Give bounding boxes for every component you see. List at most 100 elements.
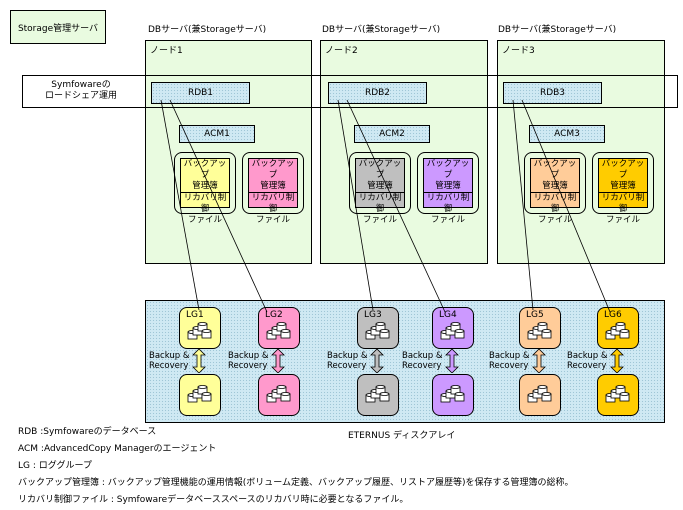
backup-recovery-arrow bbox=[532, 348, 546, 374]
backup-label: Backup & bbox=[327, 351, 368, 361]
backup-ledger-label: バックアップ bbox=[358, 159, 402, 180]
rdb-3-label: RDB3 bbox=[539, 88, 566, 98]
server-header-2: DBサーバ(兼Storageサーバ) bbox=[322, 25, 441, 35]
recovery-file-label: リカバリ制御 bbox=[356, 192, 404, 215]
rdb-to-log-group-line bbox=[160, 99, 200, 311]
backup-recovery-label: Backup & Recovery bbox=[149, 351, 190, 371]
log-group-backup-5 bbox=[519, 374, 561, 416]
backup-ledger-recovery-file-box: バックアップ管理簿リカバリ制御ファイル bbox=[355, 158, 405, 225]
backup-label: Backup & bbox=[228, 351, 269, 361]
recovery-file-label: リカバリ制御 bbox=[424, 192, 472, 215]
node-3-title: ノード3 bbox=[502, 46, 535, 56]
recovery-file-label: ファイル bbox=[187, 215, 222, 225]
log-group-label: LG1 bbox=[186, 310, 204, 320]
log-group-6: LG6 bbox=[597, 307, 639, 349]
backup-ledger-label: バックアップ bbox=[426, 159, 470, 180]
acm-3-label: ACM3 bbox=[554, 129, 580, 139]
log-group-label: LG3 bbox=[364, 310, 382, 320]
rdb-to-log-group-line bbox=[346, 99, 446, 313]
backup-ledger-label: 管理簿 bbox=[260, 181, 286, 191]
rdb-to-log-group-line bbox=[337, 99, 374, 311]
backup-ledger-recovery-file-box: バックアップ管理簿リカバリ制御ファイル bbox=[423, 158, 473, 225]
recovery-label: Recovery bbox=[149, 361, 189, 371]
recovery-label: Recovery bbox=[489, 361, 529, 371]
backup-label: Backup & bbox=[402, 351, 443, 361]
log-group-label: LG5 bbox=[526, 310, 544, 320]
symfoware-load-share-band bbox=[22, 75, 678, 108]
log-group-backup-1 bbox=[179, 374, 221, 416]
acm-1: ACM1 bbox=[179, 125, 255, 143]
log-group-3: LG3 bbox=[357, 307, 399, 349]
backup-ledger-label: 管理簿 bbox=[192, 181, 218, 191]
log-group-2: LG2 bbox=[258, 307, 300, 349]
log-group-label: LG4 bbox=[439, 310, 457, 320]
server-header-3: DBサーバ(兼Storageサーバ) bbox=[498, 25, 617, 35]
log-group-5: LG5 bbox=[519, 307, 561, 349]
recovery-label: Recovery bbox=[327, 361, 367, 371]
backup-ledger-label: 管理簿 bbox=[367, 181, 393, 191]
backup-recovery-label: Backup & Recovery bbox=[327, 351, 368, 371]
symfoware-load-share-label: Symfowareの ロードシェア運用 bbox=[22, 80, 140, 102]
acm-1-label: ACM1 bbox=[204, 129, 230, 139]
recovery-file-label: リカバリ制御 bbox=[181, 192, 229, 215]
backup-ledger-recovery-file-box: バックアップ管理簿リカバリ制御ファイル bbox=[248, 158, 298, 225]
rdb-1: RDB1 bbox=[151, 82, 250, 104]
backup-recovery-arrow bbox=[192, 348, 206, 374]
backup-ledger-recovery-file-box: バックアップ管理簿リカバリ制御ファイル bbox=[530, 158, 580, 225]
backup-ledger-frame: バックアップ管理簿リカバリ制御ファイル bbox=[592, 152, 654, 225]
recovery-file-label: ファイル bbox=[605, 215, 640, 225]
recovery-file-label: ファイル bbox=[362, 215, 397, 225]
backup-ledger-frame: バックアップ管理簿リカバリ制御ファイル bbox=[242, 152, 304, 225]
backup-ledger-label: バックアップ bbox=[601, 159, 645, 180]
backup-recovery-label: Backup & Recovery bbox=[228, 351, 269, 371]
rdb-1-label: RDB1 bbox=[187, 88, 214, 98]
backup-recovery-arrow bbox=[445, 348, 459, 374]
backup-label: Backup & bbox=[567, 351, 608, 361]
acm-3: ACM3 bbox=[529, 125, 605, 143]
log-group-backup-4 bbox=[432, 374, 474, 416]
backup-ledger-frame: バックアップ管理簿リカバリ制御ファイル bbox=[349, 152, 411, 225]
symfoware-label-line2: ロードシェア運用 bbox=[44, 91, 117, 101]
recovery-file-label: リカバリ制御 bbox=[531, 192, 579, 215]
rdb-to-log-group-line bbox=[521, 99, 611, 313]
backup-recovery-arrow bbox=[370, 348, 384, 374]
legend-recovery-file: リカバリ制御ファイル : Symfowareデータベーススペースのリカバリ時に必… bbox=[18, 495, 409, 505]
recovery-file-label: リカバリ制御 bbox=[599, 192, 647, 215]
acm-2-label: ACM2 bbox=[379, 129, 405, 139]
recovery-label: Recovery bbox=[567, 361, 607, 371]
legend-lg: LG : ロググループ bbox=[18, 461, 93, 471]
log-group-label: LG2 bbox=[265, 310, 283, 320]
server-header-1: DBサーバ(兼Storageサーバ) bbox=[148, 25, 267, 35]
legend-backup-ledger: バックアップ管理簿 : バックアップ管理機能の運用情報(ボリューム定義、バックア… bbox=[18, 478, 574, 488]
log-group-1: LG1 bbox=[179, 307, 221, 349]
backup-ledger-frame: バックアップ管理簿リカバリ制御ファイル bbox=[524, 152, 586, 225]
rdb-to-log-group-line bbox=[512, 99, 534, 311]
storage-management-server-label: Storage管理サーバ bbox=[17, 24, 99, 34]
legend-acm: ACM :AdvancedCopy Managerのエージェント bbox=[18, 444, 217, 454]
backup-ledger-label: バックアップ bbox=[251, 159, 295, 180]
backup-label: Backup & bbox=[149, 351, 190, 361]
backup-ledger-frame: バックアップ管理簿リカバリ制御ファイル bbox=[174, 152, 236, 225]
backup-recovery-label: Backup & Recovery bbox=[567, 351, 608, 371]
backup-ledger-recovery-file-box: バックアップ管理簿リカバリ制御ファイル bbox=[598, 158, 648, 225]
log-group-backup-2 bbox=[258, 374, 300, 416]
backup-recovery-label: Backup & Recovery bbox=[402, 351, 443, 371]
backup-ledger-label: バックアップ bbox=[183, 159, 227, 180]
recovery-file-label: ファイル bbox=[537, 215, 572, 225]
backup-recovery-arrow bbox=[610, 348, 624, 374]
log-group-backup-3 bbox=[357, 374, 399, 416]
log-group-label: LG6 bbox=[604, 310, 622, 320]
backup-label: Backup & bbox=[489, 351, 530, 361]
node-1-title: ノード1 bbox=[150, 46, 183, 56]
recovery-label: Recovery bbox=[402, 361, 442, 371]
legend-rdb: RDB :Symfowareのデータベース bbox=[18, 427, 157, 437]
symfoware-label-line1: Symfowareの bbox=[51, 80, 111, 90]
backup-ledger-label: 管理簿 bbox=[435, 181, 461, 191]
log-group-4: LG4 bbox=[432, 307, 474, 349]
backup-ledger-recovery-file-box: バックアップ管理簿リカバリ制御ファイル bbox=[180, 158, 230, 225]
backup-ledger-label: 管理簿 bbox=[610, 181, 636, 191]
recovery-file-label: ファイル bbox=[430, 215, 465, 225]
backup-ledger-frame: バックアップ管理簿リカバリ制御ファイル bbox=[417, 152, 479, 225]
node-2-title: ノード2 bbox=[325, 46, 358, 56]
recovery-label: Recovery bbox=[228, 361, 268, 371]
